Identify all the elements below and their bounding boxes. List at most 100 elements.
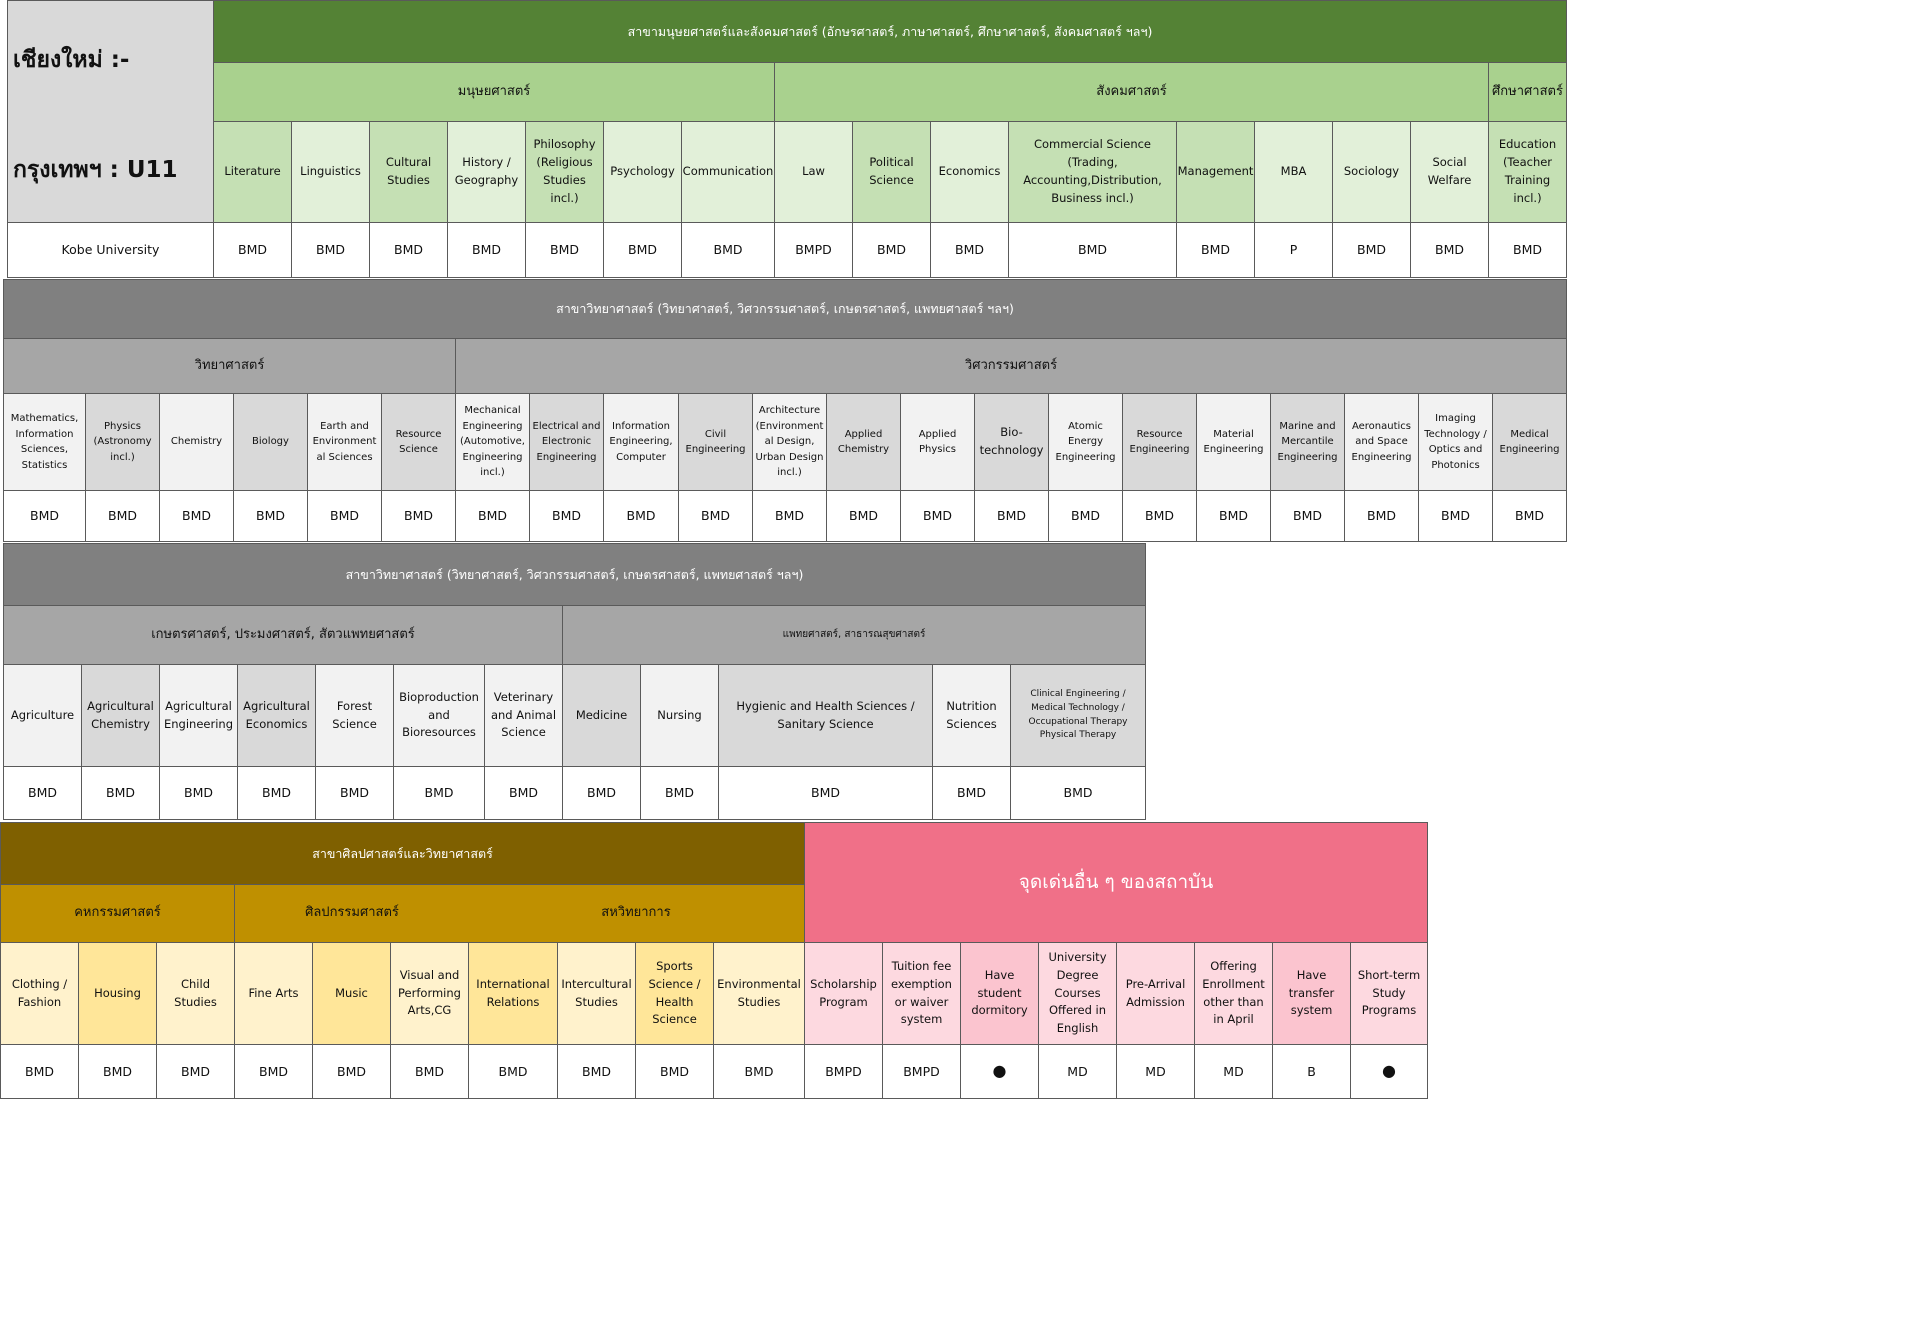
science-value: BMD — [85, 490, 160, 542]
feature-field: Have transfer system — [1272, 942, 1351, 1045]
humanities-field: Political Science — [852, 121, 931, 223]
humanities-field: Linguistics — [291, 121, 370, 223]
science-value: BMD — [900, 490, 975, 542]
feature-value: MD — [1116, 1044, 1195, 1099]
science-field: Aeronautics and Space Engineering — [1344, 393, 1419, 491]
arts-field: Fine Arts — [234, 942, 313, 1045]
science-field: Applied Physics — [900, 393, 975, 491]
science-header: สาขาวิทยาศาสตร์ (วิทยาศาสตร์, วิศวกรรมศา… — [3, 279, 1567, 339]
humanities-value: BMD — [369, 222, 448, 278]
science-field: Medical Engineering — [1492, 393, 1567, 491]
humanities-field: Economics — [930, 121, 1009, 223]
humanities-field: History / Geography — [447, 121, 526, 223]
science-group-engineering: วิศวกรรมศาสตร์ — [455, 338, 1567, 394]
science-value: BMD — [678, 490, 753, 542]
humanities-field: Sociology — [1332, 121, 1411, 223]
science-field: Civil Engineering — [678, 393, 753, 491]
science-field: Applied Chemistry — [826, 393, 901, 491]
feature-value: MD — [1194, 1044, 1273, 1099]
humanities-value: BMD — [213, 222, 292, 278]
feature-value: BMPD — [804, 1044, 883, 1099]
feature-field: Pre-Arrival Admission — [1116, 942, 1195, 1045]
agri-med-value: BMD — [315, 766, 394, 820]
arts-value: BMD — [234, 1044, 313, 1099]
arts-field: Music — [312, 942, 391, 1045]
feature-field: Short-term Study Programs — [1350, 942, 1428, 1045]
agri-med-field: Clinical Engineering / Medical Technolog… — [1010, 664, 1146, 767]
science-value: BMD — [1492, 490, 1567, 542]
science-field: Physics (Astronomy incl.) — [85, 393, 160, 491]
humanities-field: Psychology — [603, 121, 682, 223]
agri-med-field: Agricultural Engineering — [159, 664, 238, 767]
title-chiangmai: เชียงใหม่ :- — [13, 46, 130, 73]
arts-value: BMD — [156, 1044, 235, 1099]
humanities-value: BMD — [525, 222, 604, 278]
humanities-field: Communication — [681, 121, 775, 223]
agri-med-field: Veterinary and Animal Science — [484, 664, 563, 767]
feature-bullet-icon: ● — [1350, 1044, 1428, 1099]
agri-med-value: BMD — [237, 766, 316, 820]
agri-med-value: BMD — [562, 766, 641, 820]
science-value: BMD — [3, 490, 86, 542]
agri-med-value: BMD — [393, 766, 485, 820]
feature-field: Tuition fee exemption or waiver system — [882, 942, 961, 1045]
feature-field: University Degree Courses Offered in Eng… — [1038, 942, 1117, 1045]
science-value: BMD — [307, 490, 382, 542]
arts-value: BMD — [557, 1044, 636, 1099]
agri-group: เกษตรศาสตร์, ประมงศาสตร์, สัตวแพทยศาสตร์ — [3, 605, 563, 665]
humanities-value: BMD — [1008, 222, 1177, 278]
university-name: Kobe University — [7, 222, 214, 278]
humanities-field: Philosophy (Religious Studies incl.) — [525, 121, 604, 223]
arts-value: BMD — [635, 1044, 714, 1099]
science-field: Marine and Mercantile Engineering — [1270, 393, 1345, 491]
arts-value: BMD — [390, 1044, 469, 1099]
humanities-value: BMD — [603, 222, 682, 278]
science-value: BMD — [1344, 490, 1419, 542]
agri-med-value: BMD — [640, 766, 719, 820]
humanities-field: Cultural Studies — [369, 121, 448, 223]
science-field: Electrical and Electronic Engineering — [529, 393, 604, 491]
agri-med-value: BMD — [932, 766, 1011, 820]
arts-field: International Relations — [468, 942, 558, 1045]
science-value: BMD — [159, 490, 234, 542]
arts-field: Housing — [78, 942, 157, 1045]
humanities-value: BMD — [1332, 222, 1411, 278]
science-field: Biology — [233, 393, 308, 491]
agri-med-field: Forest Science — [315, 664, 394, 767]
science-value: BMD — [1196, 490, 1271, 542]
agri-med-field: Bioproduction and Bioresources — [393, 664, 485, 767]
arts-group-homeec: คหกรรมศาสตร์ — [0, 884, 235, 943]
humanities-field: MBA — [1254, 121, 1333, 223]
science-field: Earth and Environment al Sciences — [307, 393, 382, 491]
humanities-field: Law — [774, 121, 853, 223]
science-value: BMD — [529, 490, 604, 542]
science-field: Atomic Energy Engineering — [1048, 393, 1123, 491]
science-field: Chemistry — [159, 393, 234, 491]
humanities-field: Commercial Science (Trading, Accounting,… — [1008, 121, 1177, 223]
feature-field: Scholarship Program — [804, 942, 883, 1045]
agri-med-field: Agricultural Economics — [237, 664, 316, 767]
agri-med-field: Hygienic and Health Sciences / Sanitary … — [718, 664, 933, 767]
arts-value: BMD — [312, 1044, 391, 1099]
title-panel — [7, 0, 214, 223]
arts-header: สาขาศิลปศาสตร์และวิทยาศาสตร์ — [0, 822, 805, 885]
humanities-field: Social Welfare — [1410, 121, 1489, 223]
agri-med-value: BMD — [3, 766, 82, 820]
humanities-value: BMD — [681, 222, 775, 278]
agri-med-field: Agricultural Chemistry — [81, 664, 160, 767]
arts-field: Child Studies — [156, 942, 235, 1045]
science-field: Bio-technology — [974, 393, 1049, 491]
arts-group-finearts: ศิลปกรรมศาสตร์ — [234, 884, 469, 943]
science-field: Resource Engineering — [1122, 393, 1197, 491]
humanities-field: Literature — [213, 121, 292, 223]
agri-med-value: BMD — [159, 766, 238, 820]
agri-med-value: BMD — [1010, 766, 1146, 820]
arts-value: BMD — [468, 1044, 558, 1099]
humanities-header: สาขามนุษยศาสตร์และสังคมศาสตร์ (อักษรศาสต… — [213, 0, 1567, 63]
humanities-group-humanities: มนุษยศาสตร์ — [213, 62, 775, 122]
humanities-field: Education (Teacher Training incl.) — [1488, 121, 1567, 223]
agri-med-field: Agriculture — [3, 664, 82, 767]
science-field: Imaging Technology / Optics and Photonic… — [1418, 393, 1493, 491]
arts-value: BMD — [78, 1044, 157, 1099]
science-field: Information Engineering, Computer — [603, 393, 679, 491]
